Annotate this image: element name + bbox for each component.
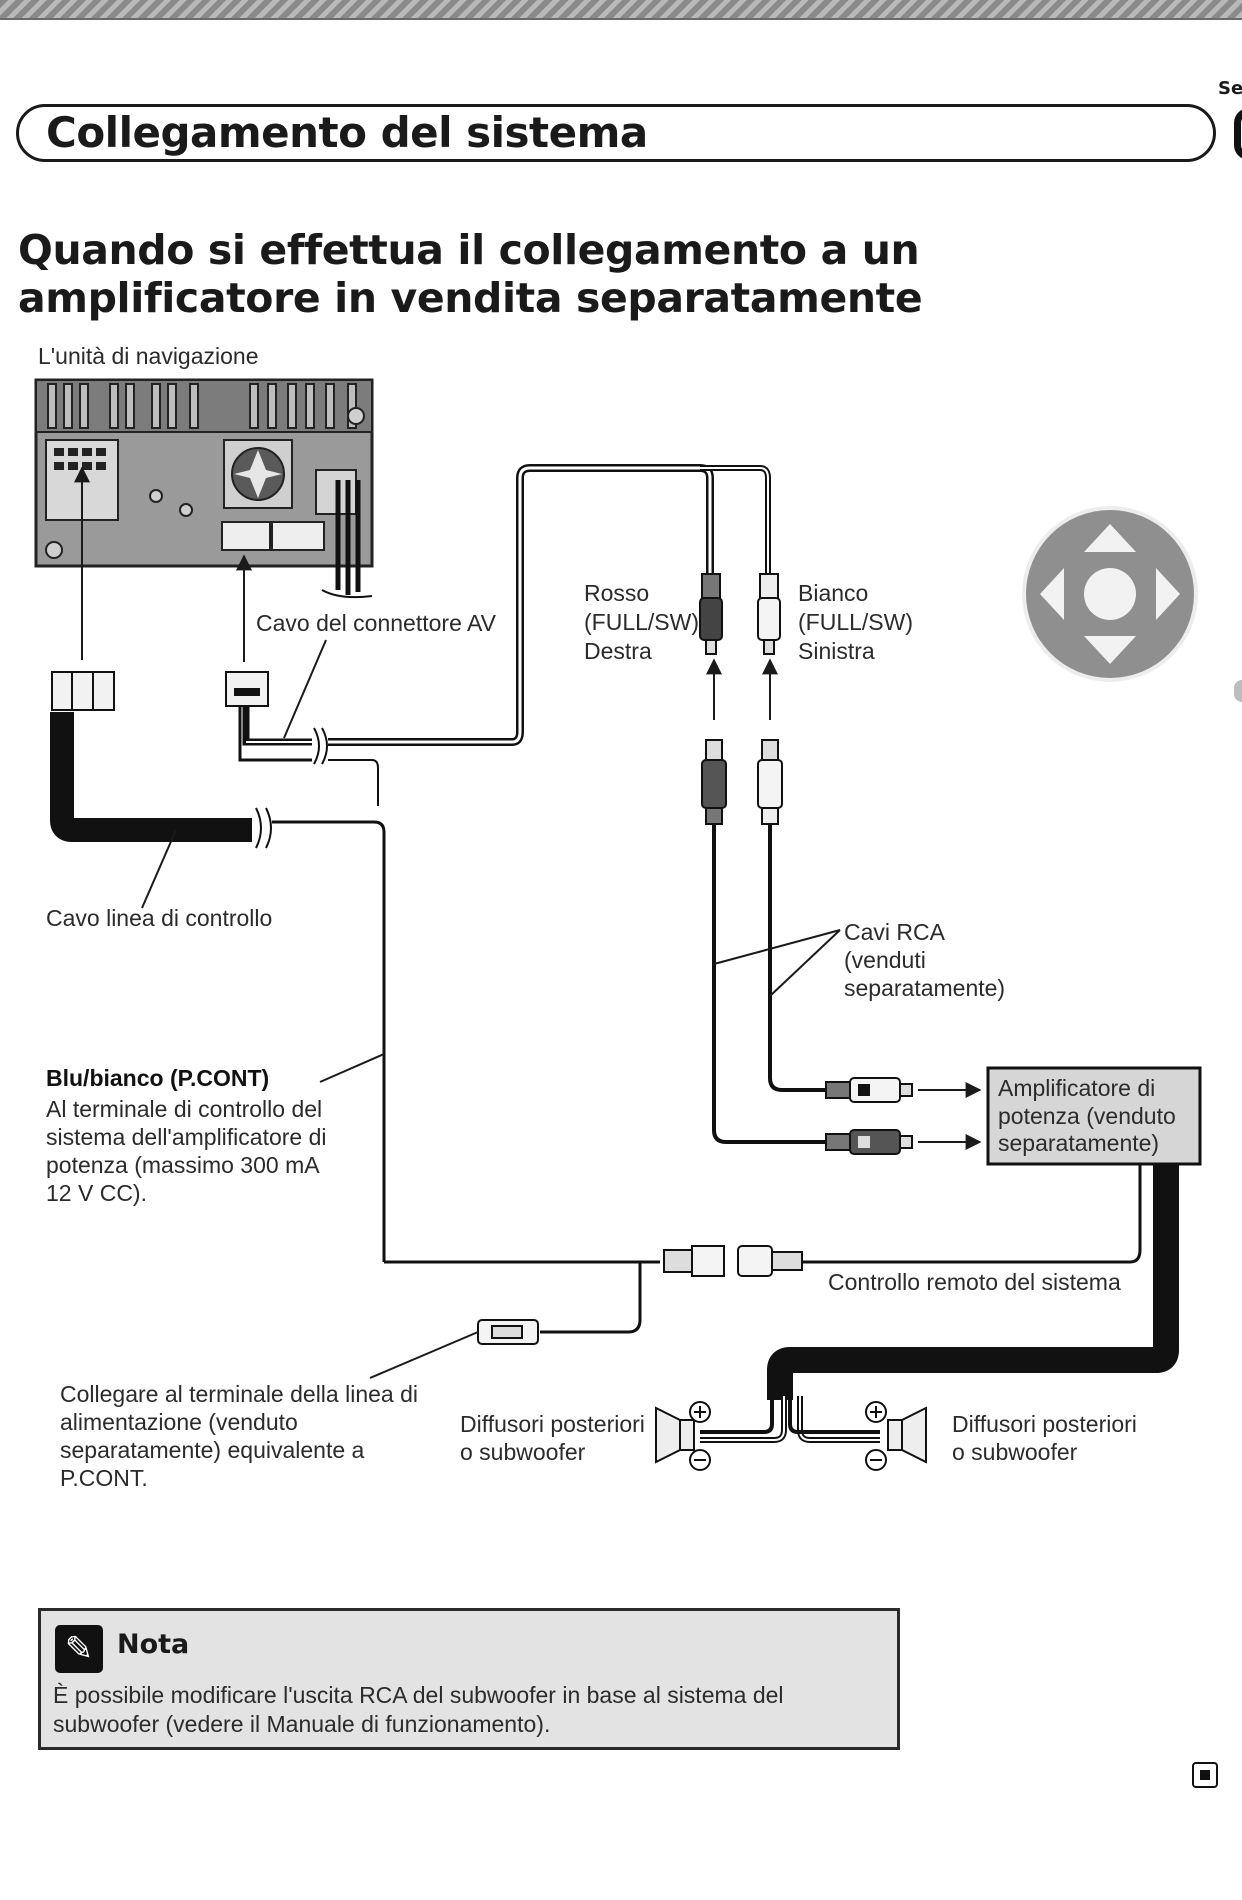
rca-label-1: Cavi RCA [844, 919, 946, 945]
pcont-line-1: Al terminale di controllo del [46, 1096, 322, 1122]
note-title: Nota [117, 1629, 190, 1660]
power-line-2: alimentazione (venduto [60, 1409, 298, 1435]
rca-plug-red-top [699, 573, 723, 655]
rca-cable-red [701, 739, 828, 1144]
rca-cable-white [757, 739, 828, 1092]
rca-plug-white-top [757, 573, 781, 655]
pcont-line-4: 12 V CC). [46, 1180, 147, 1206]
section-title: Collegamento del sistema [46, 108, 648, 157]
av-cable-label: Cavo del connettore AV [256, 610, 497, 636]
top-stripe-bar [0, 0, 1242, 20]
navigation-unit [34, 378, 374, 599]
red-label-1: Rosso [584, 580, 649, 606]
red-label-2: (FULL/SW) [584, 609, 699, 635]
rca-plug-red-amp [825, 1129, 913, 1155]
av-connector-cable [225, 464, 771, 806]
pcont-line-3: potenza (massimo 300 mA [46, 1152, 320, 1178]
power-line-4: P.CONT. [60, 1465, 148, 1491]
control-cable-label: Cavo linea di controllo [46, 905, 272, 931]
pcont-line-2: sistema dell'amplificatore di [46, 1124, 327, 1150]
rca-label-2: (venduti [844, 947, 926, 973]
red-label-3: Destra [584, 638, 652, 664]
pcont-title: Blu/bianco (P.CONT) [46, 1065, 269, 1091]
pcont-leader [319, 1053, 385, 1083]
speaker-left [655, 1401, 711, 1471]
white-label-2: (FULL/SW) [798, 609, 913, 635]
speakers-right-line-2: o subwoofer [952, 1439, 1078, 1465]
remote-label: Controllo remoto del sistema [828, 1269, 1121, 1295]
amplifier-label-1: Amplificatore di [998, 1075, 1155, 1101]
control-line-cable [50, 671, 386, 1262]
speakers-left-line-2: o subwoofer [460, 1439, 586, 1465]
page-heading: Quando si effettua il collegamento a un … [18, 226, 923, 322]
speaker-right [865, 1401, 927, 1471]
nav-unit-label: L'unità di navigazione [38, 343, 259, 369]
speakers-left-line-1: Diffusori posteriori [460, 1411, 645, 1437]
amplifier-label-3: separatamente) [998, 1130, 1159, 1156]
end-of-section-icon [1192, 1762, 1218, 1788]
note-text: È possibile modificare l'uscita RCA del … [53, 1682, 784, 1737]
rca-leader-2 [769, 929, 841, 997]
power-line-1: Collegare al terminale della linea di [60, 1381, 418, 1407]
power-line-3: separatamente) equivalente a [60, 1437, 365, 1463]
rca-plug-white-amp [825, 1077, 913, 1103]
pencil-icon: ✎ [55, 1625, 103, 1673]
amplifier-box [986, 1066, 1202, 1166]
control-cable-leader [141, 829, 177, 909]
power-leader [369, 1331, 479, 1379]
section-tab-label[interactable]: Se [1218, 78, 1242, 99]
section-title-frame [16, 104, 1216, 162]
rca-label-3: separatamente) [844, 975, 1005, 1001]
white-label-3: Sinistra [798, 638, 875, 664]
amplifier-label-2: potenza (venduto [998, 1103, 1176, 1129]
note-box: ✎ Nota È possibile modificare l'uscita R… [38, 1608, 900, 1750]
side-scroll-dot[interactable] [1234, 680, 1242, 702]
av-cable-leader [283, 639, 327, 739]
speakers-right-line-1: Diffusori posteriori [952, 1411, 1137, 1437]
system-remote-wiring [384, 1164, 1142, 1345]
dpad-icon[interactable] [1022, 506, 1198, 682]
white-label-1: Bianco [798, 580, 868, 606]
speaker-cable [700, 1164, 1179, 1443]
rca-leader-1 [713, 929, 841, 965]
